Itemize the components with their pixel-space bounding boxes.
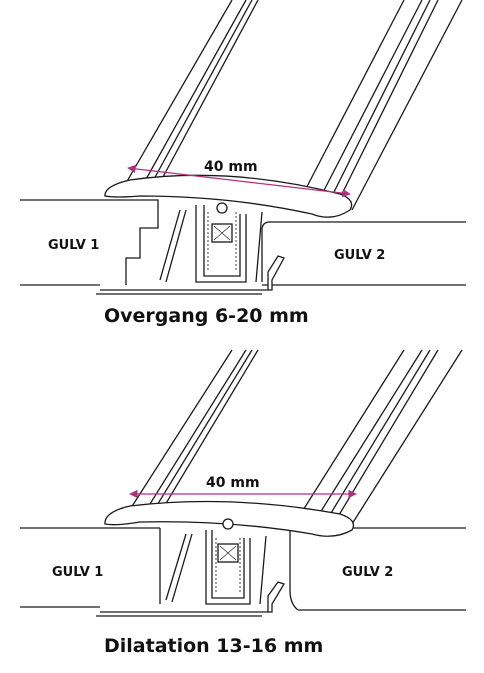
caption-overgang: Overgang 6-20 mm	[104, 305, 309, 327]
profile-strip-bottom	[121, 349, 463, 525]
center-clip-top	[159, 202, 263, 283]
floor-left-top	[20, 199, 159, 286]
dimension-label-bottom: 40 mm	[206, 475, 260, 491]
floor-left-label-bottom: GULV 1	[52, 565, 103, 580]
floor-right-label-bottom: GULV 2	[342, 565, 393, 580]
center-clip-bottom	[165, 518, 267, 605]
caption-dilatation: Dilatation 13-16 mm	[104, 635, 323, 657]
floor-left-bottom	[20, 527, 161, 608]
floor-right-label-top: GULV 2	[334, 248, 385, 263]
diagram-dilatation	[20, 349, 466, 617]
base-rail-top	[100, 255, 285, 291]
dimension-label-top: 40 mm	[204, 159, 258, 175]
profile-cap-top	[104, 174, 353, 218]
base-rail-bottom	[100, 581, 285, 613]
dimension-arrow-top	[127, 164, 351, 198]
floor-right-top	[261, 221, 466, 286]
floor-left-label-top: GULV 1	[48, 238, 99, 253]
